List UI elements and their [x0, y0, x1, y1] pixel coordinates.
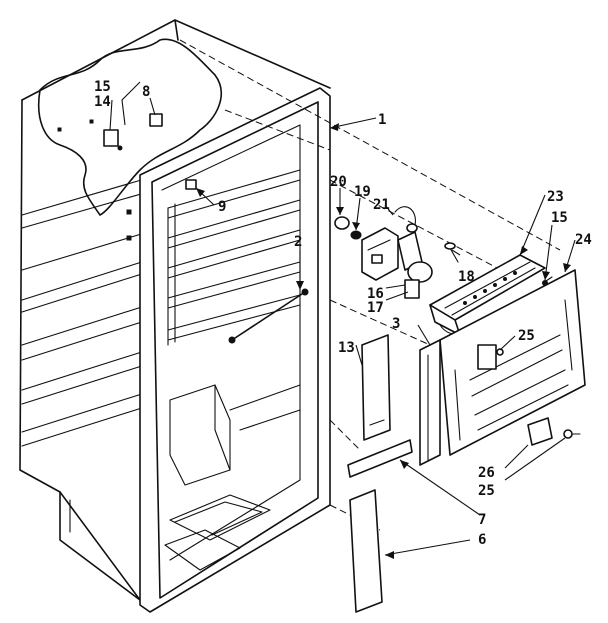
- callout-26: 26: [478, 465, 495, 481]
- part-13-plate: [361, 334, 391, 441]
- callout-6: 6: [478, 532, 486, 548]
- callout-15-top: 15: [94, 79, 111, 95]
- part-21-wire: [394, 206, 418, 233]
- callout-18: 18: [458, 269, 475, 285]
- callout-20: 20: [330, 174, 347, 190]
- part-23-vent-housing: [429, 254, 546, 336]
- callout-23: 23: [547, 189, 564, 205]
- callout-9: 9: [218, 199, 226, 215]
- callout-25-upper: 25: [518, 328, 535, 344]
- liner-front-flange: [139, 87, 331, 613]
- callout-1: 1: [378, 112, 386, 128]
- callout-labels: 1 2 3 6 7 8 9 13 14 15 15 16 17 18 19 20…: [94, 79, 592, 548]
- callout-14: 14: [94, 94, 111, 110]
- callout-15-right: 15: [551, 210, 568, 226]
- top-parts: [103, 113, 163, 151]
- callout-7: 7: [478, 512, 486, 528]
- part-16-17-assembly: [361, 227, 433, 299]
- part-18-screw: [444, 242, 459, 263]
- callout-21: 21: [373, 197, 390, 213]
- callout-25-lower: 25: [478, 483, 495, 499]
- cabinet-liner: [19, 19, 331, 611]
- part-9-clip: [185, 179, 197, 190]
- part-3-channel: [419, 339, 441, 466]
- part-26-25-hardware: [496, 348, 581, 446]
- callout-2: 2: [294, 234, 302, 250]
- part-24-back-panel: [439, 269, 586, 456]
- callout-16: 16: [367, 286, 384, 302]
- leader-lines: [109, 81, 576, 559]
- callout-8: 8: [142, 84, 150, 100]
- callout-19: 19: [354, 184, 371, 200]
- callout-13: 13: [338, 340, 355, 356]
- part-6-strip: [349, 489, 383, 613]
- part-2-rod: [228, 288, 309, 344]
- callout-17: 17: [367, 300, 384, 316]
- callout-24: 24: [575, 232, 592, 248]
- part-7-bracket: [347, 439, 413, 478]
- fasteners-19-20: [334, 216, 362, 240]
- callout-3: 3: [392, 316, 400, 332]
